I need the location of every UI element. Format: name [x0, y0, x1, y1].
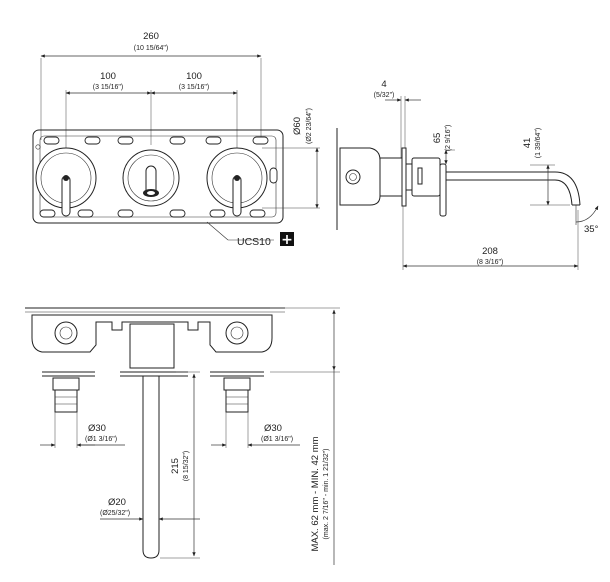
spout-pipe-length-label: 215 [170, 458, 181, 474]
right-pipe-diameter-inch-label: (Ø1 3/16") [261, 436, 293, 443]
lever-handle [439, 163, 447, 217]
height-upper-label: 65 [432, 133, 443, 144]
swivel-angle-label: 35° [584, 224, 599, 235]
left-valve-handle [35, 147, 97, 217]
right-supply-pipe [223, 377, 251, 413]
kit-code-label: UCS10 [237, 236, 271, 248]
plate-slots-bottom [39, 209, 266, 218]
spout-length-label: 208 [482, 246, 498, 257]
overall-width-inch-label: (10 15/64") [134, 45, 168, 52]
swivel-angle-arc [575, 205, 599, 223]
height-upper-inch-label: (2 9/16") [445, 125, 452, 152]
valve-housing [31, 314, 273, 353]
spout-diameter-inch-label: (Ø25/32") [100, 510, 130, 517]
left-pipe-diameter-label: Ø30 [88, 423, 106, 434]
right-pipe-diameter-label: Ø30 [264, 423, 282, 434]
plate-diameter-label: Ø60 [292, 117, 303, 135]
center-spout-plate [122, 149, 180, 207]
height-spout-inch-label: (1 39/64") [535, 128, 542, 159]
left-pipe-diameter-inch-label: (Ø1 3/16") [85, 436, 117, 443]
spout-pipe [142, 375, 160, 559]
height-spout-label: 41 [522, 138, 533, 149]
plate-diameter-inch-label: (Ø2 23/64") [306, 108, 313, 144]
side-view: 4 (5/32") 65 (2 9/16") 41 (1 39/64") 208 [336, 79, 599, 270]
wall-plate [401, 147, 407, 207]
spout-diameter-label: Ø20 [108, 497, 126, 508]
spout-outline-top [446, 171, 581, 206]
spacing-left-inch-label: (3 15/16") [93, 84, 124, 91]
right-valve-handle [206, 147, 268, 217]
kit-plus-badge [280, 232, 294, 246]
wall-depth-label: MAX. 62 mm - MIN. 42 mm [310, 436, 321, 551]
spout-housing [129, 323, 175, 369]
wall-depth-inch-label: (max. 2 7/16" - min. 1 21/32") [323, 449, 330, 540]
bottom-view: Ø30 (Ø1 3/16") Ø30 (Ø1 3/16") Ø20 (Ø25/3… [25, 307, 340, 565]
front-view: 260 (10 15/64") 100 (3 15/16") 100 (3 15… [32, 31, 320, 248]
spacing-left-label: 100 [100, 71, 116, 82]
handle-body [411, 157, 441, 197]
plate-thickness-inch-label: (5/32") [374, 92, 395, 99]
spacing-right-inch-label: (3 15/16") [179, 84, 210, 91]
kit-plus-icon: + [281, 232, 293, 248]
spacing-right-label: 100 [186, 71, 202, 82]
mounting-plate [32, 129, 284, 224]
overall-width-label: 260 [143, 31, 159, 42]
spout-length-inch-label: (8 3/16") [477, 259, 504, 266]
plate-thickness-label: 4 [381, 79, 386, 90]
spout-pipe-length-inch-label: (8 15/32") [183, 451, 190, 482]
plate-slots-top [43, 136, 269, 145]
left-supply-pipe [52, 377, 80, 413]
